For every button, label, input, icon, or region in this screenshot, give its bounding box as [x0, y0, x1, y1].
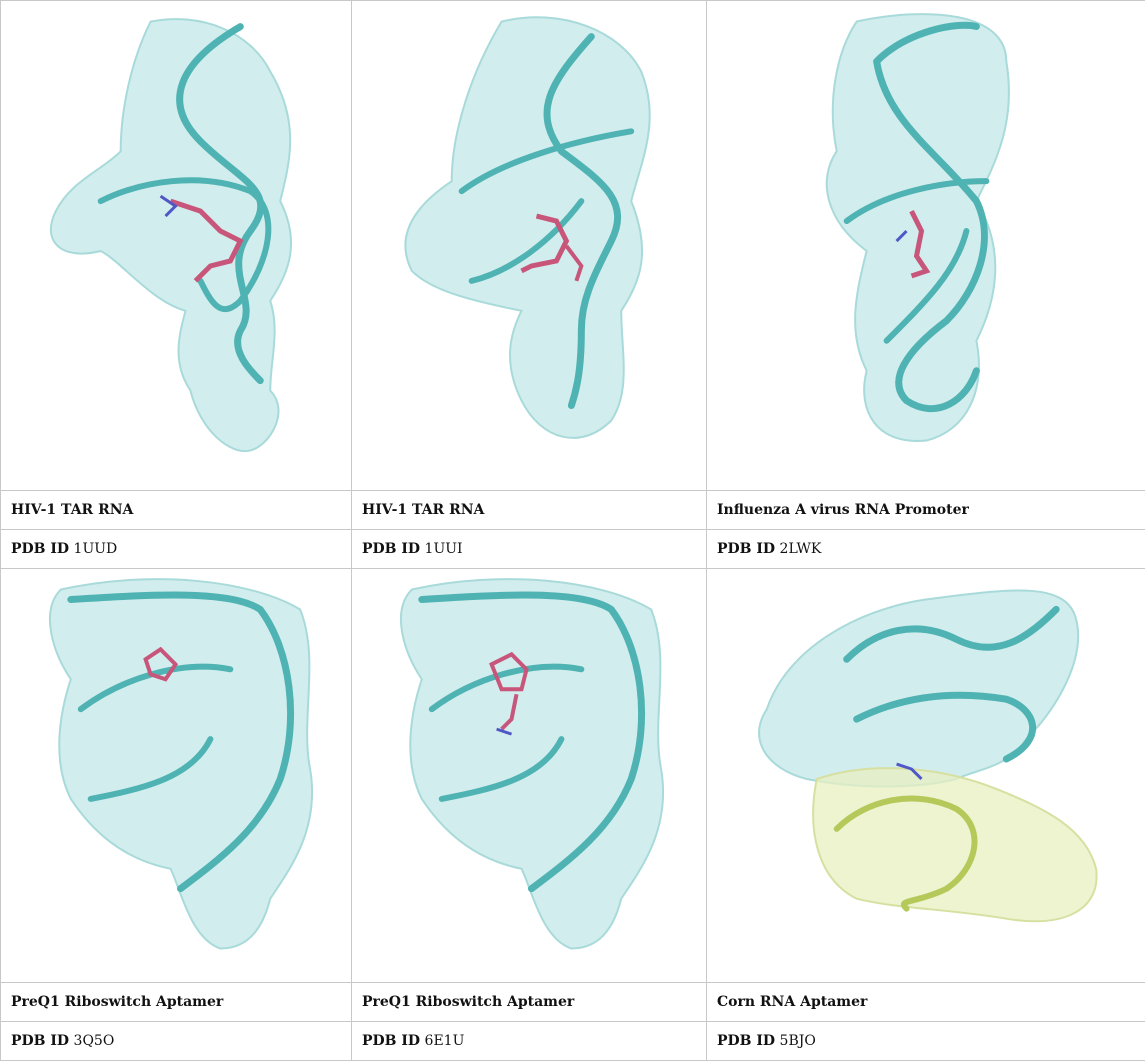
panel-title-text: Influenza A virus RNA Promoter [717, 502, 969, 518]
structure-image-5bjo [707, 569, 1145, 983]
pdb-id-cell-6: PDB ID 5BJO [707, 1022, 1145, 1061]
pdb-id-cell-1: PDB ID 1UUD [1, 530, 352, 569]
pdb-id-cell-3: PDB ID 2LWK [707, 530, 1145, 569]
panel-title-text: PreQ1 Riboswitch Aptamer [362, 994, 574, 1010]
panel-title-text: PreQ1 Riboswitch Aptamer [11, 994, 223, 1010]
pdb-id-label: PDB ID [362, 1033, 420, 1049]
pdb-id-label: PDB ID [11, 1033, 69, 1049]
pdb-id-label: PDB ID [11, 541, 69, 557]
panel-title-text: HIV-1 TAR RNA [362, 502, 484, 518]
panel-title-4: PreQ1 Riboswitch Aptamer [1, 983, 352, 1022]
pdb-id-label: PDB ID [717, 541, 775, 557]
rna-structure-5bjo [707, 569, 1145, 982]
pdb-id-value: 1UUD [74, 541, 118, 557]
rna-structure-1uui [352, 1, 706, 490]
rna-structure-2lwk [707, 1, 1145, 490]
panel-title-text: HIV-1 TAR RNA [11, 502, 133, 518]
pdb-id-value: 3Q5O [74, 1033, 115, 1049]
rna-structure-3q5o [1, 569, 351, 982]
rna-structure-1uud [1, 1, 351, 490]
panel-title-2: HIV-1 TAR RNA [352, 491, 707, 530]
pdb-id-value: 2LWK [780, 541, 822, 557]
pdb-id-label: PDB ID [717, 1033, 775, 1049]
structure-image-1uud [1, 1, 352, 491]
panel-title-text: Corn RNA Aptamer [717, 994, 867, 1010]
structure-image-1uui [352, 1, 707, 491]
pdb-id-value: 5BJO [780, 1033, 816, 1049]
panel-title-5: PreQ1 Riboswitch Aptamer [352, 983, 707, 1022]
structure-image-6e1u [352, 569, 707, 983]
rna-structure-6e1u [352, 569, 706, 982]
structure-image-3q5o [1, 569, 352, 983]
pdb-id-label: PDB ID [362, 541, 420, 557]
panel-title-3: Influenza A virus RNA Promoter [707, 491, 1145, 530]
structure-image-2lwk [707, 1, 1145, 491]
pdb-id-cell-5: PDB ID 6E1U [352, 1022, 707, 1061]
pdb-id-value: 6E1U [425, 1033, 465, 1049]
pdb-id-cell-2: PDB ID 1UUI [352, 530, 707, 569]
panel-title-6: Corn RNA Aptamer [707, 983, 1145, 1022]
pdb-id-value: 1UUI [425, 541, 463, 557]
pdb-id-cell-4: PDB ID 3Q5O [1, 1022, 352, 1061]
panel-title-1: HIV-1 TAR RNA [1, 491, 352, 530]
